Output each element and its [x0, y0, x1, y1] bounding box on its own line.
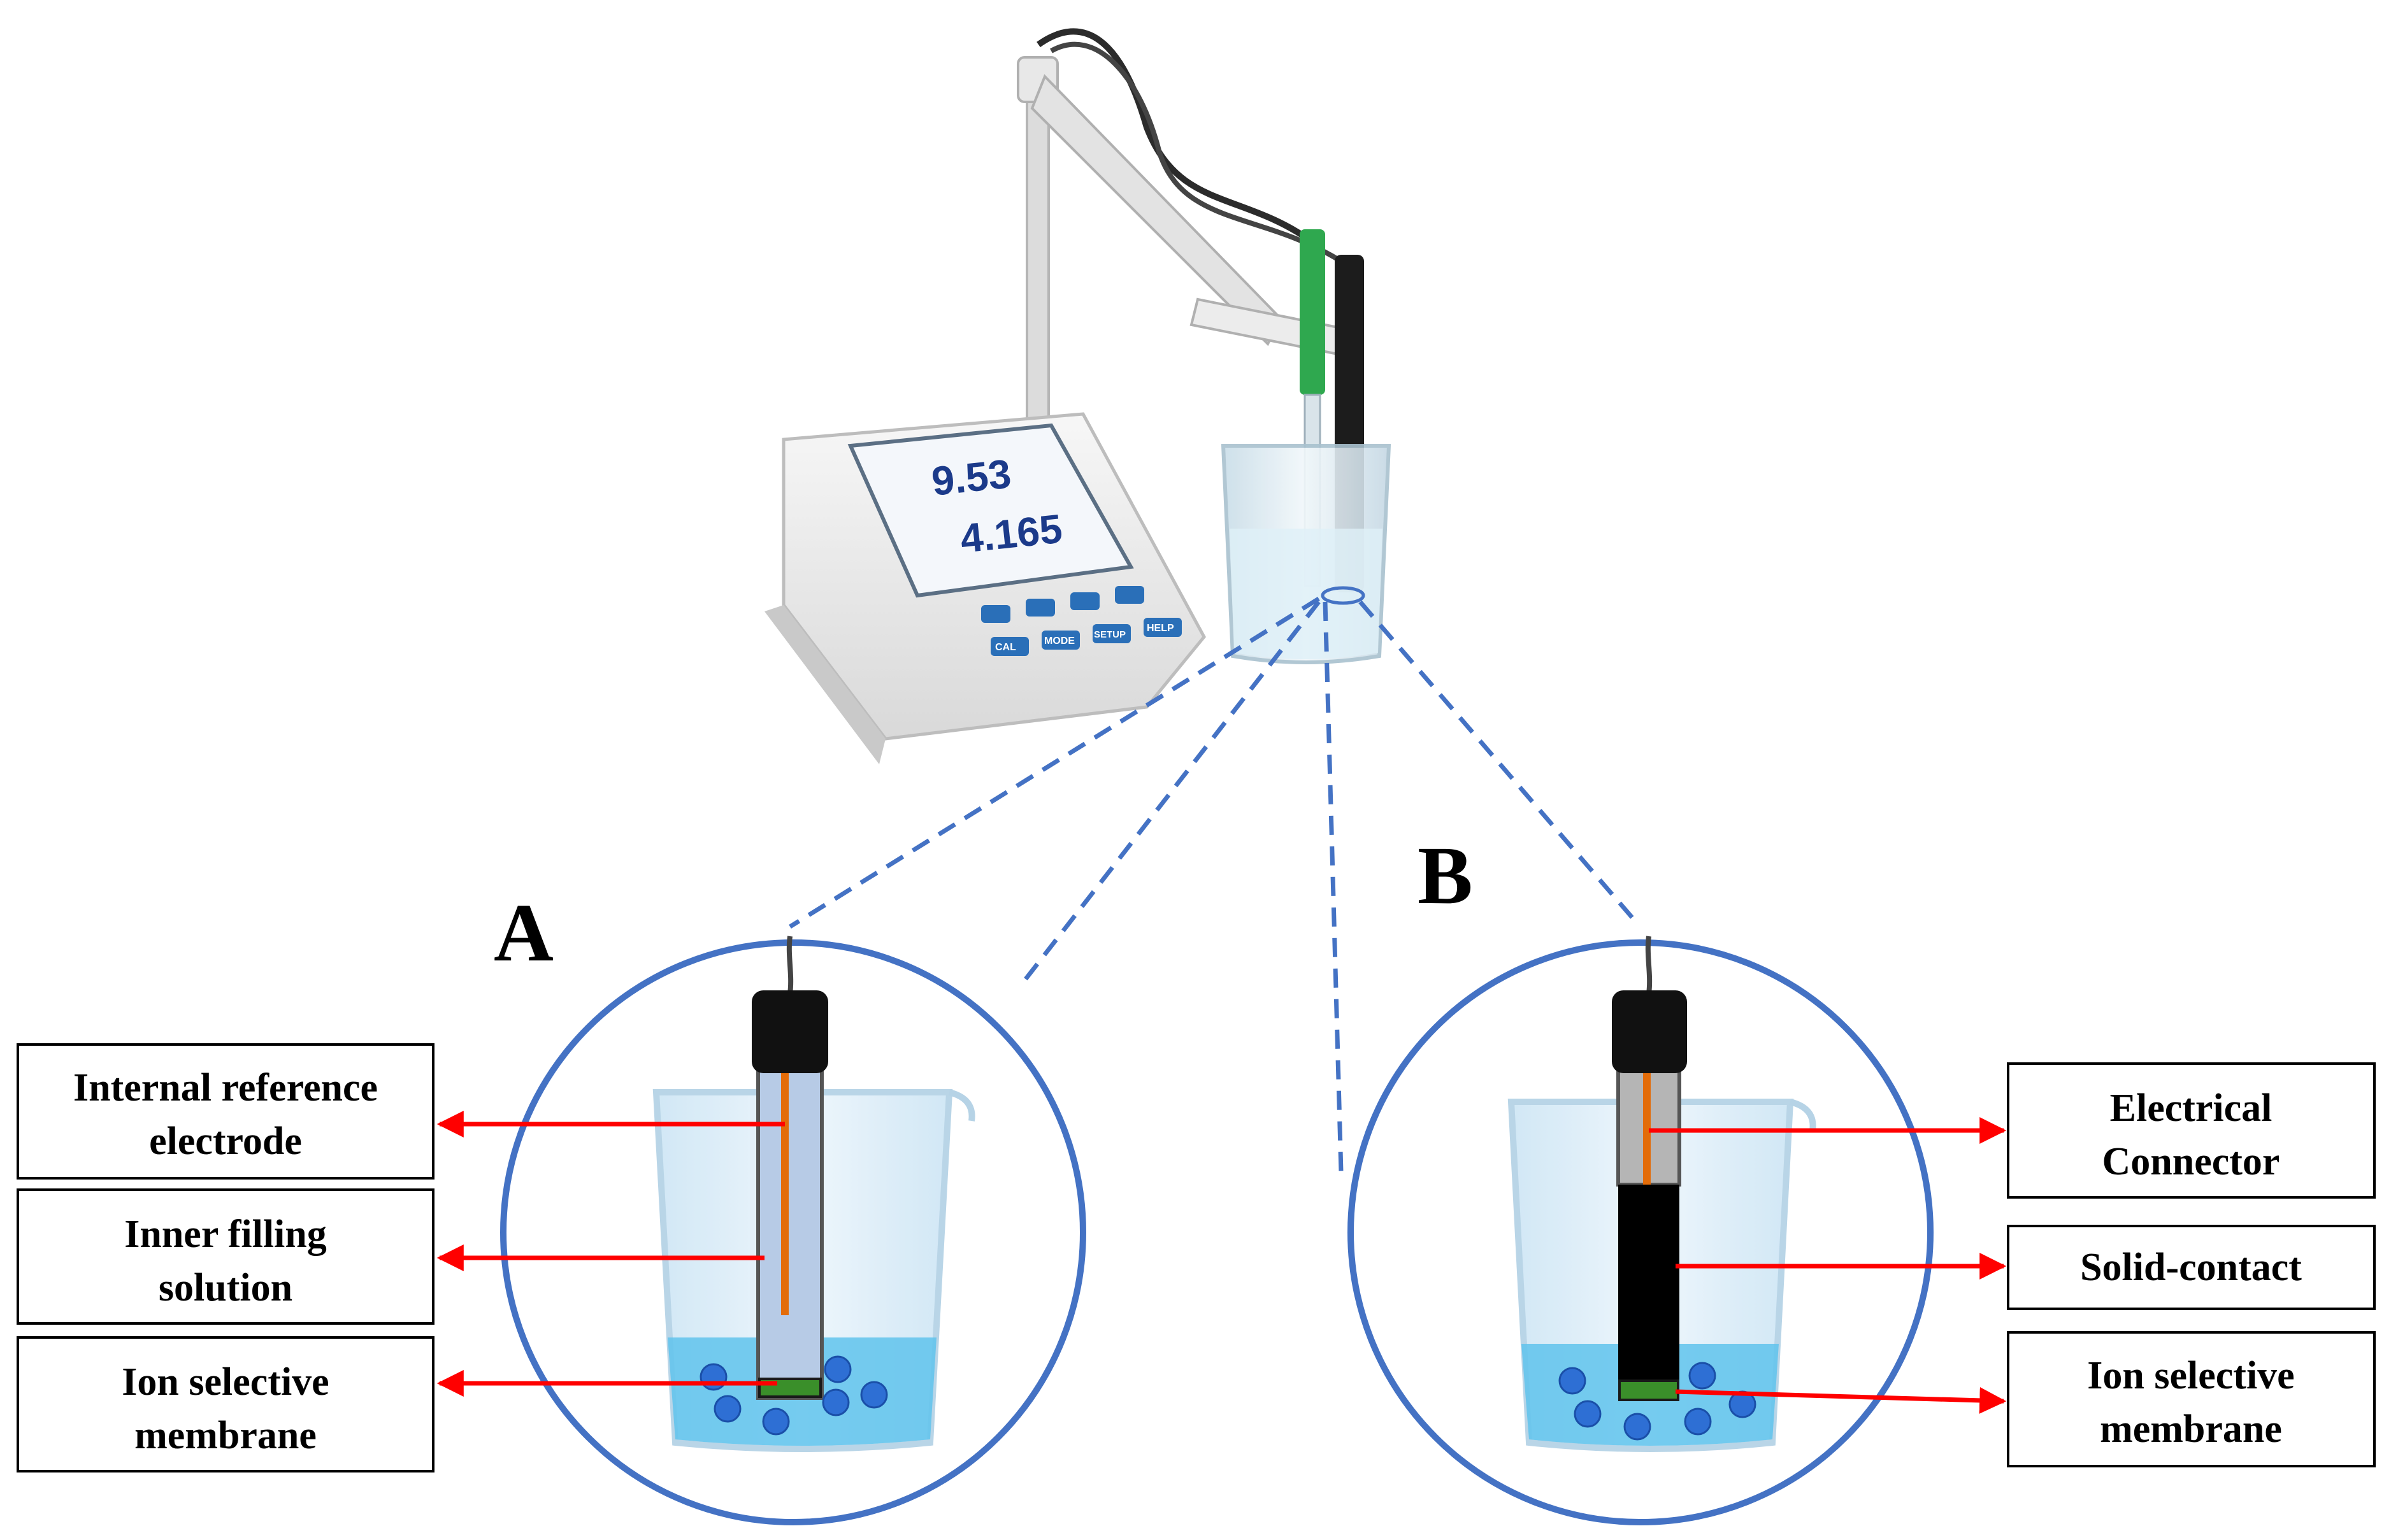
- electrode-green: [1300, 229, 1325, 395]
- label-box-membrane-b: [2007, 1331, 2376, 1467]
- ion-selective-membrane-b: [1618, 1380, 1679, 1401]
- label-electrical-connector-l2: Connector: [2102, 1140, 2280, 1183]
- zoom-line-b-right: [1358, 600, 1639, 925]
- zoom-line-a-left: [789, 597, 1320, 929]
- electrode-body-a: [756, 1062, 824, 1400]
- meter-key-help: HELP: [1147, 623, 1174, 634]
- labels-panel-a: Internal reference electrode Inner filli…: [17, 1043, 434, 1472]
- arrow-membrane-b: [1675, 1387, 2007, 1414]
- panel-b-solid-contact-ise: [1347, 936, 2007, 1525]
- meter-key-setup: SETUP: [1094, 629, 1126, 640]
- meter-screen: [847, 423, 1134, 598]
- label-membrane-a-l2: membrane: [134, 1414, 317, 1457]
- label-membrane-a-l1: Ion selective: [122, 1360, 329, 1404]
- label-membrane-b-l2: membrane: [2100, 1408, 2282, 1451]
- label-inner-filling-l1: Inner filling: [124, 1213, 327, 1256]
- cable-1: [1037, 28, 1314, 245]
- electrode-arm: [1030, 74, 1282, 346]
- meter-reading-top: 9.53: [930, 450, 1013, 504]
- zoom-lines: [789, 597, 1639, 1173]
- label-membrane-b-l1: Ion selective: [2087, 1354, 2294, 1397]
- meter-keypad: CAL MODE SETUP HELP: [981, 586, 1182, 656]
- panel-a-liquid-contact-ise: [436, 936, 1086, 1525]
- ions-a: [700, 1355, 888, 1436]
- label-electrical-connector-l1: Electrical: [2110, 1087, 2273, 1130]
- meter-reading-bottom: 4.165: [958, 506, 1065, 562]
- meter-key-cal: CAL: [995, 642, 1016, 653]
- label-solid-contact: Solid-contact: [2080, 1246, 2302, 1289]
- ions-b: [1558, 1362, 1756, 1441]
- zoom-line-b-left: [1323, 601, 1344, 1173]
- zoom-line-a-right: [1017, 600, 1321, 989]
- label-box-internal-reference: [17, 1043, 434, 1180]
- cable-2: [1050, 41, 1353, 270]
- solid-contact-layer-b: [1618, 1185, 1679, 1382]
- label-internal-reference-l2: electrode: [149, 1120, 302, 1163]
- label-box-membrane-a: [17, 1336, 434, 1472]
- panel-label-b: B: [1418, 830, 1473, 922]
- label-box-inner-filling: [17, 1188, 434, 1325]
- panel-label-a: A: [494, 887, 554, 979]
- electrode-cap-b: [1612, 990, 1687, 1073]
- ph-meter-illustration: 9.53 4.165 CAL MODE SETUP HELP: [765, 28, 1391, 764]
- label-box-solid-contact: [2007, 1225, 2376, 1310]
- label-internal-reference-l1: Internal reference: [73, 1066, 378, 1109]
- electrode-cap-a: [752, 990, 828, 1073]
- meter-key-mode: MODE: [1044, 636, 1075, 646]
- label-box-electrical-connector: [2007, 1062, 2376, 1199]
- labels-panel-b: Electrical Connector Solid-contact Ion s…: [2007, 1062, 2376, 1467]
- label-inner-filling-l2: solution: [159, 1266, 292, 1309]
